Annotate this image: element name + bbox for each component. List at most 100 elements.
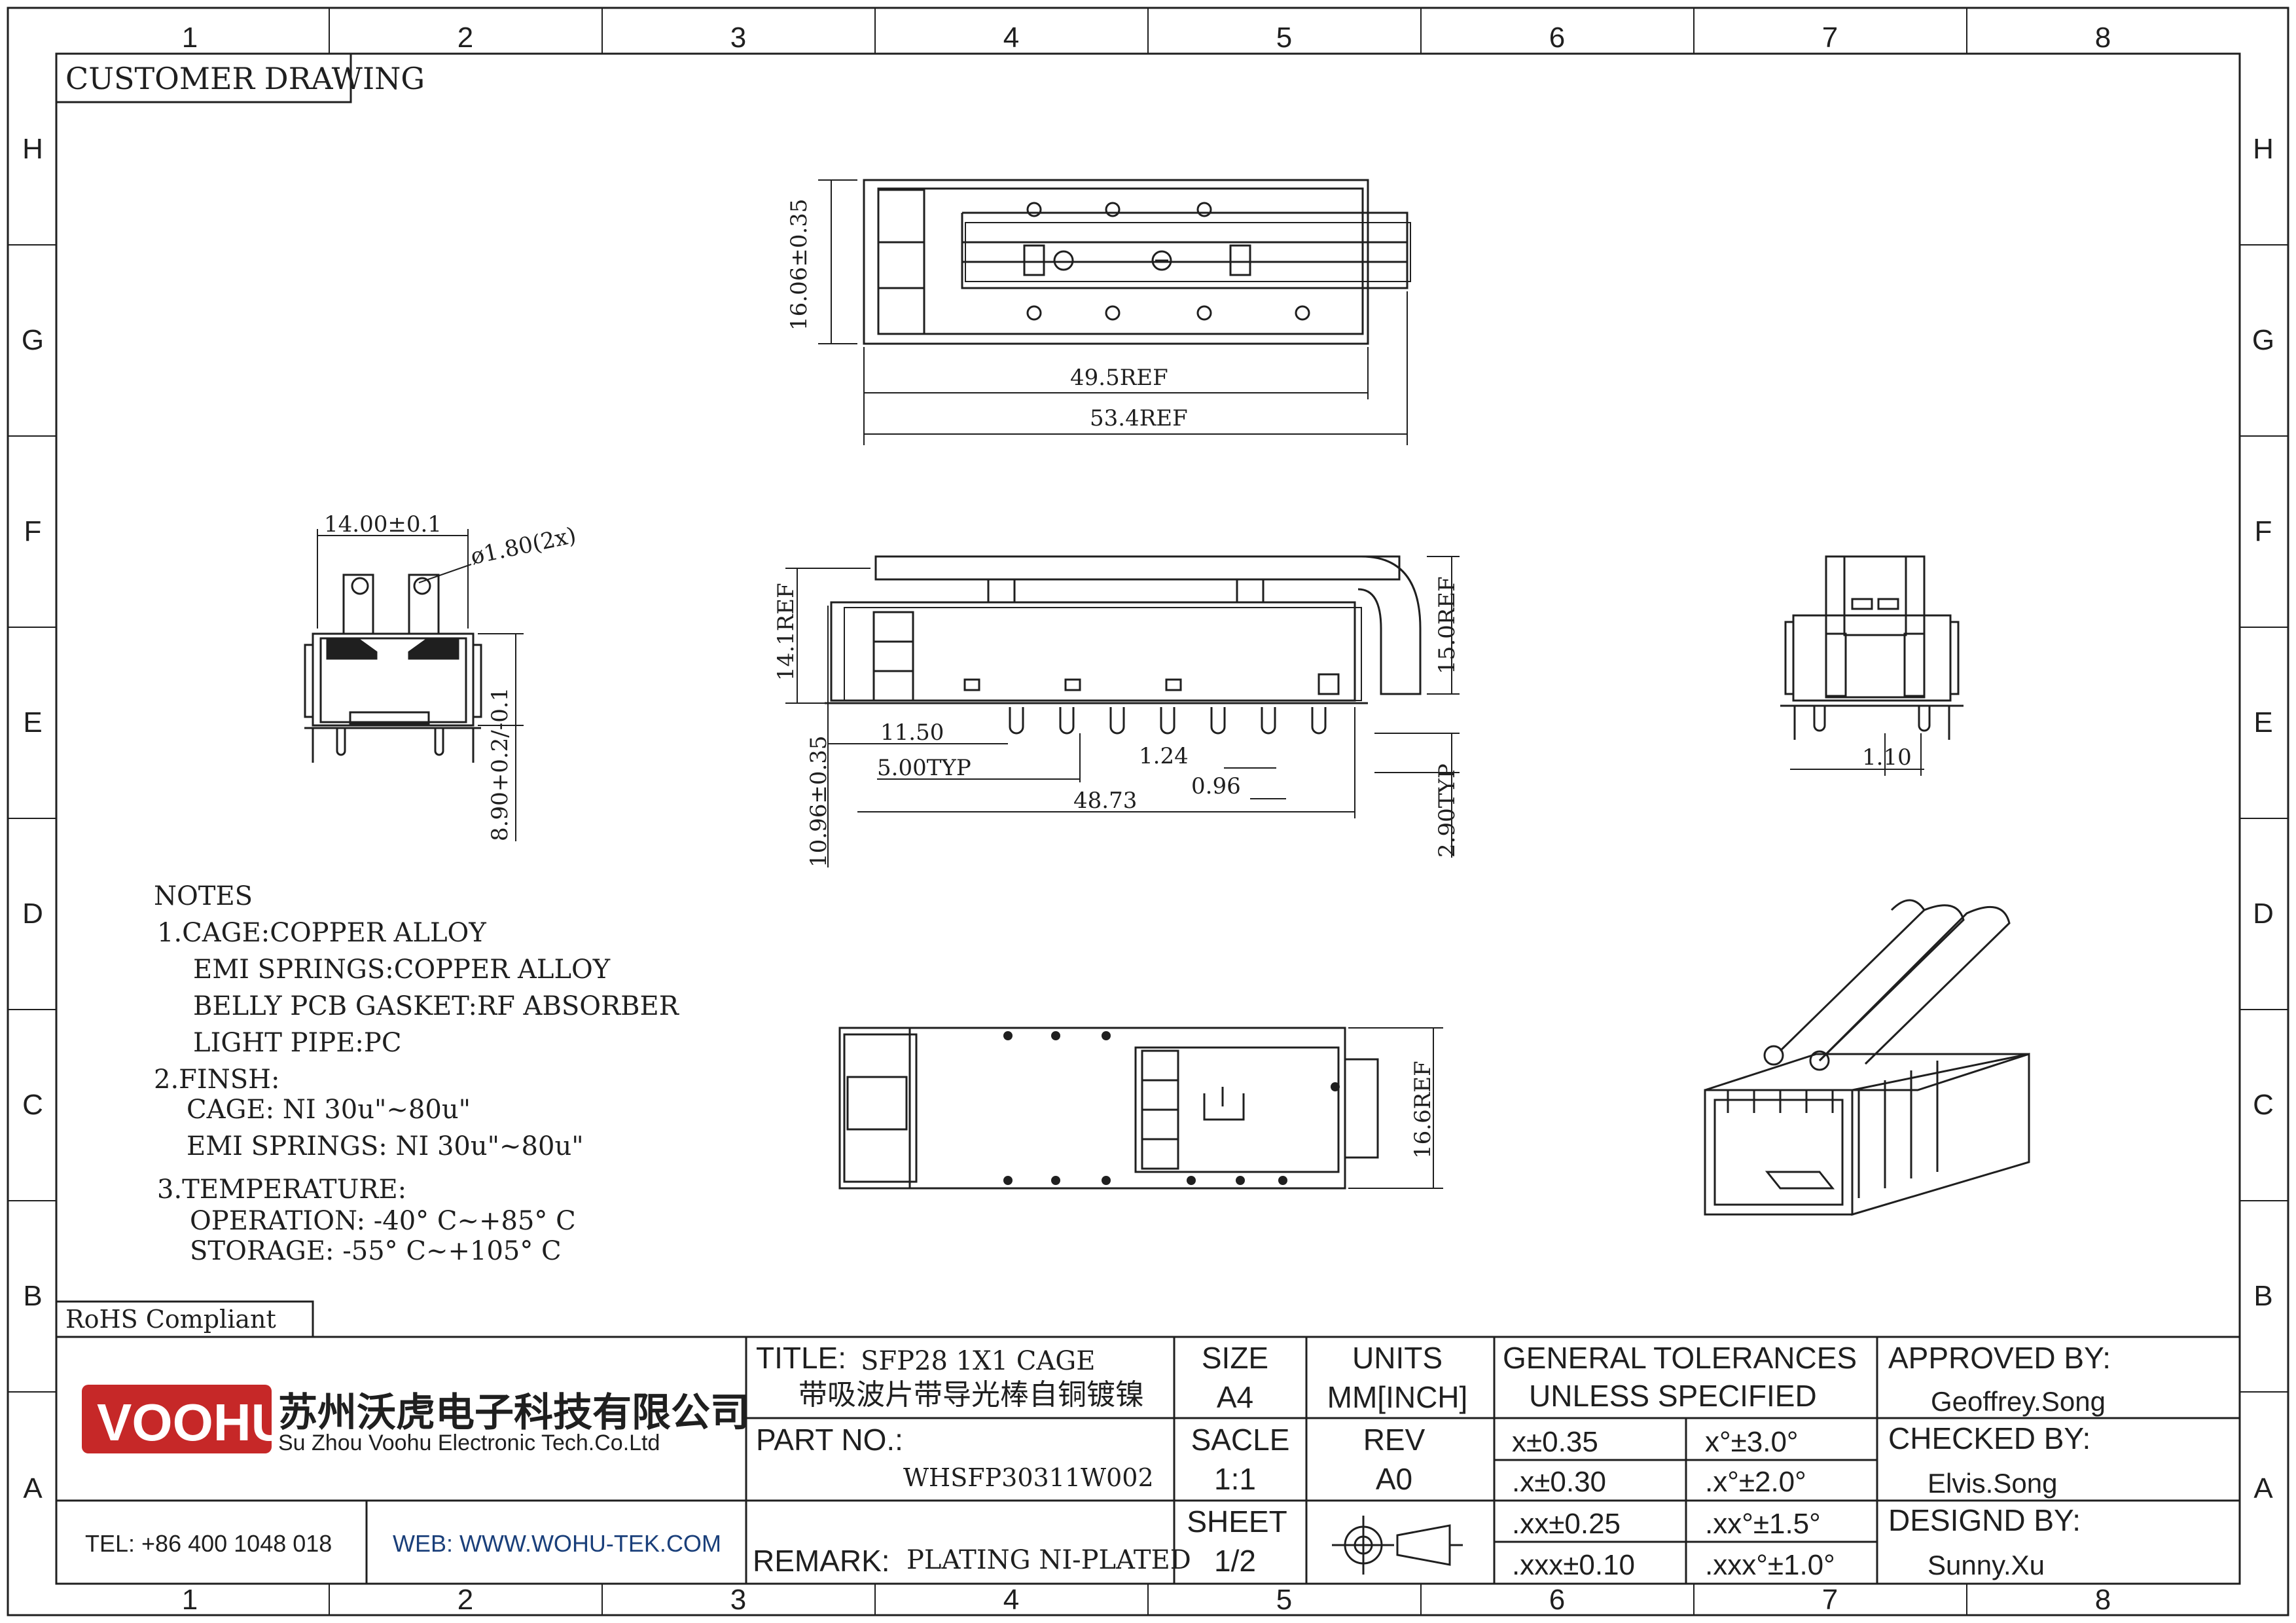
col-label-bottom: 3: [730, 1584, 746, 1616]
units-value: MM[INCH]: [1327, 1380, 1468, 1414]
row-label-left: F: [24, 515, 42, 547]
tolerance-angular: .xx°±1.5°: [1705, 1508, 1821, 1540]
sheet-label: SHEET: [1187, 1504, 1287, 1539]
end-view-right: [1780, 555, 1964, 740]
website-link[interactable]: WEB: WWW.WOHU-TEK.COM: [393, 1530, 721, 1557]
dim-side-pin-offset: 10.96±0.35: [806, 735, 832, 867]
dim-side-11-50: 11.50: [880, 720, 944, 746]
company-logo: VOOHU: [82, 1385, 289, 1453]
row-label-left: D: [22, 898, 43, 930]
side-view: [825, 555, 1422, 735]
row-label-left: C: [22, 1089, 43, 1121]
scale-value: 1:1: [1214, 1462, 1256, 1496]
title-label: TITLE:: [756, 1341, 846, 1375]
units-label: UNITS: [1352, 1341, 1443, 1375]
part-no-label: PART NO.:: [756, 1423, 903, 1457]
tolerance-table: x±0.35 x°±3.0° .x±0.30 .x°±2.0° .xx±0.25…: [1512, 1426, 1835, 1581]
col-label-top: 7: [1822, 22, 1838, 54]
rohs-tag: RoHS Compliant: [55, 1300, 314, 1338]
dim-end-holes: ø1.80(2x): [469, 522, 579, 570]
row-label-left: G: [22, 324, 44, 356]
note-line: STORAGE: -55° C~+105° C: [190, 1236, 562, 1266]
logo-text: VOOHU: [97, 1393, 289, 1451]
title-value-cn: 带吸波片带导光棒自铜镀镍: [798, 1379, 1144, 1411]
col-label-top: 4: [1003, 22, 1019, 54]
row-label-right: D: [2253, 898, 2274, 930]
part-no-value: WHSFP30311W002: [903, 1463, 1154, 1492]
col-label-bottom: 5: [1276, 1584, 1292, 1616]
row-label-right: H: [2253, 133, 2274, 165]
note-line: OPERATION: -40° C~+85° C: [190, 1206, 576, 1236]
designed-by-value: Sunny.Xu: [1928, 1550, 2045, 1580]
dim-top-length-ref: 49.5REF: [1070, 365, 1168, 391]
dim-end-height: 8.90+0.2/-0.1: [487, 687, 513, 841]
approved-by-value: Geoffrey.Song: [1931, 1386, 2106, 1417]
end-view-dimensions: [317, 529, 524, 841]
rev-label: REV: [1363, 1423, 1426, 1457]
size-value: A4: [1217, 1380, 1253, 1414]
row-label-right: E: [2253, 706, 2272, 739]
note-line: EMI SPRINGS:COPPER ALLOY: [193, 955, 611, 985]
customer-drawing-tag: CUSTOMER DRAWING: [55, 52, 425, 103]
note-line: EMI SPRINGS: NI 30u"~80u": [187, 1131, 584, 1161]
tolerance-linear: .x±0.30: [1512, 1466, 1606, 1498]
projection-symbol-icon: [1332, 1516, 1463, 1575]
company-name-cn: 苏州沃虎电子科技有限公司: [278, 1391, 749, 1434]
col-label-bottom: 1: [182, 1584, 198, 1616]
tolerance-linear: .xxx±0.10: [1512, 1549, 1635, 1581]
approvals: APPROVED BY: Geoffrey.Song CHECKED BY: E…: [1888, 1341, 2111, 1580]
col-label-top: 6: [1549, 22, 1565, 54]
col-label-top: 1: [182, 22, 198, 54]
drawing-properties: SIZE A4 UNITS MM[INCH] SACLE 1:1 REV A0 …: [1187, 1341, 1467, 1578]
col-label-top: 2: [457, 22, 473, 54]
note-line: 1.CAGE:COPPER ALLOY: [157, 918, 486, 948]
col-label-bottom: 6: [1549, 1584, 1565, 1616]
designed-by-label: DESIGND BY:: [1888, 1503, 2081, 1537]
dim-side-5-00: 5.00TYP: [877, 755, 971, 781]
bottom-view: [838, 1027, 1379, 1190]
tolerance-linear: .xx±0.25: [1512, 1508, 1621, 1540]
row-label-left: H: [22, 133, 43, 165]
zone-labels: 1 2 3 4 5 6 7 8 1 2 3 4 5 6 7 8 H G F E …: [22, 22, 2274, 1616]
notes-heading: NOTES: [154, 881, 253, 911]
note-line: CAGE: NI 30u"~80u": [187, 1095, 471, 1125]
telephone: TEL: +86 400 1048 018: [85, 1530, 332, 1557]
col-label-bottom: 4: [1003, 1584, 1019, 1616]
dim-right-pitch: 1.10: [1862, 744, 1912, 771]
sheet-value: 1/2: [1214, 1544, 1256, 1578]
note-line: 3.TEMPERATURE:: [157, 1175, 406, 1205]
end-view-left: [304, 574, 482, 763]
dim-side-height-ref: 14.1REF: [773, 583, 799, 681]
dim-bottom-width-ref: 16.6REF: [1410, 1061, 1436, 1159]
col-label-top: 5: [1276, 22, 1292, 54]
row-label-left: A: [23, 1472, 43, 1504]
customer-drawing-label: CUSTOMER DRAWING: [65, 61, 425, 96]
zone-ticks: [8, 8, 2288, 1615]
row-label-right: F: [2255, 515, 2272, 547]
title-block-grid: [56, 1336, 2240, 1584]
tolerance-title-2: UNLESS SPECIFIED: [1529, 1379, 1817, 1413]
right-view-dimensions: [1790, 733, 1924, 776]
remark-label: REMARK:: [753, 1544, 890, 1578]
dim-top-height: 16.06±0.35: [786, 198, 812, 331]
row-label-right: G: [2252, 324, 2274, 356]
tolerance-linear: x±0.35: [1512, 1426, 1598, 1458]
dim-top-total-ref: 53.4REF: [1090, 405, 1188, 431]
tolerance-angular: x°±3.0°: [1705, 1426, 1799, 1458]
checked-by-label: CHECKED BY:: [1888, 1421, 2090, 1455]
col-label-top: 8: [2095, 22, 2111, 54]
company-name-en: Su Zhou Voohu Electronic Tech.Co.Ltd: [278, 1431, 660, 1455]
tolerance-angular: .xxx°±1.0°: [1705, 1549, 1835, 1581]
row-label-right: B: [2253, 1280, 2272, 1312]
rohs-label: RoHS Compliant: [65, 1305, 276, 1334]
col-label-bottom: 2: [457, 1584, 473, 1616]
top-view: [863, 179, 1411, 345]
note-line: LIGHT PIPE:PC: [193, 1028, 401, 1058]
scale-label: SACLE: [1191, 1423, 1290, 1457]
dim-side-0-96: 0.96: [1191, 773, 1241, 799]
rev-value: A0: [1376, 1462, 1412, 1496]
bottom-view-dimensions: [1348, 1027, 1443, 1189]
row-label-left: B: [23, 1280, 42, 1312]
dim-side-48-73: 48.73: [1073, 788, 1137, 814]
